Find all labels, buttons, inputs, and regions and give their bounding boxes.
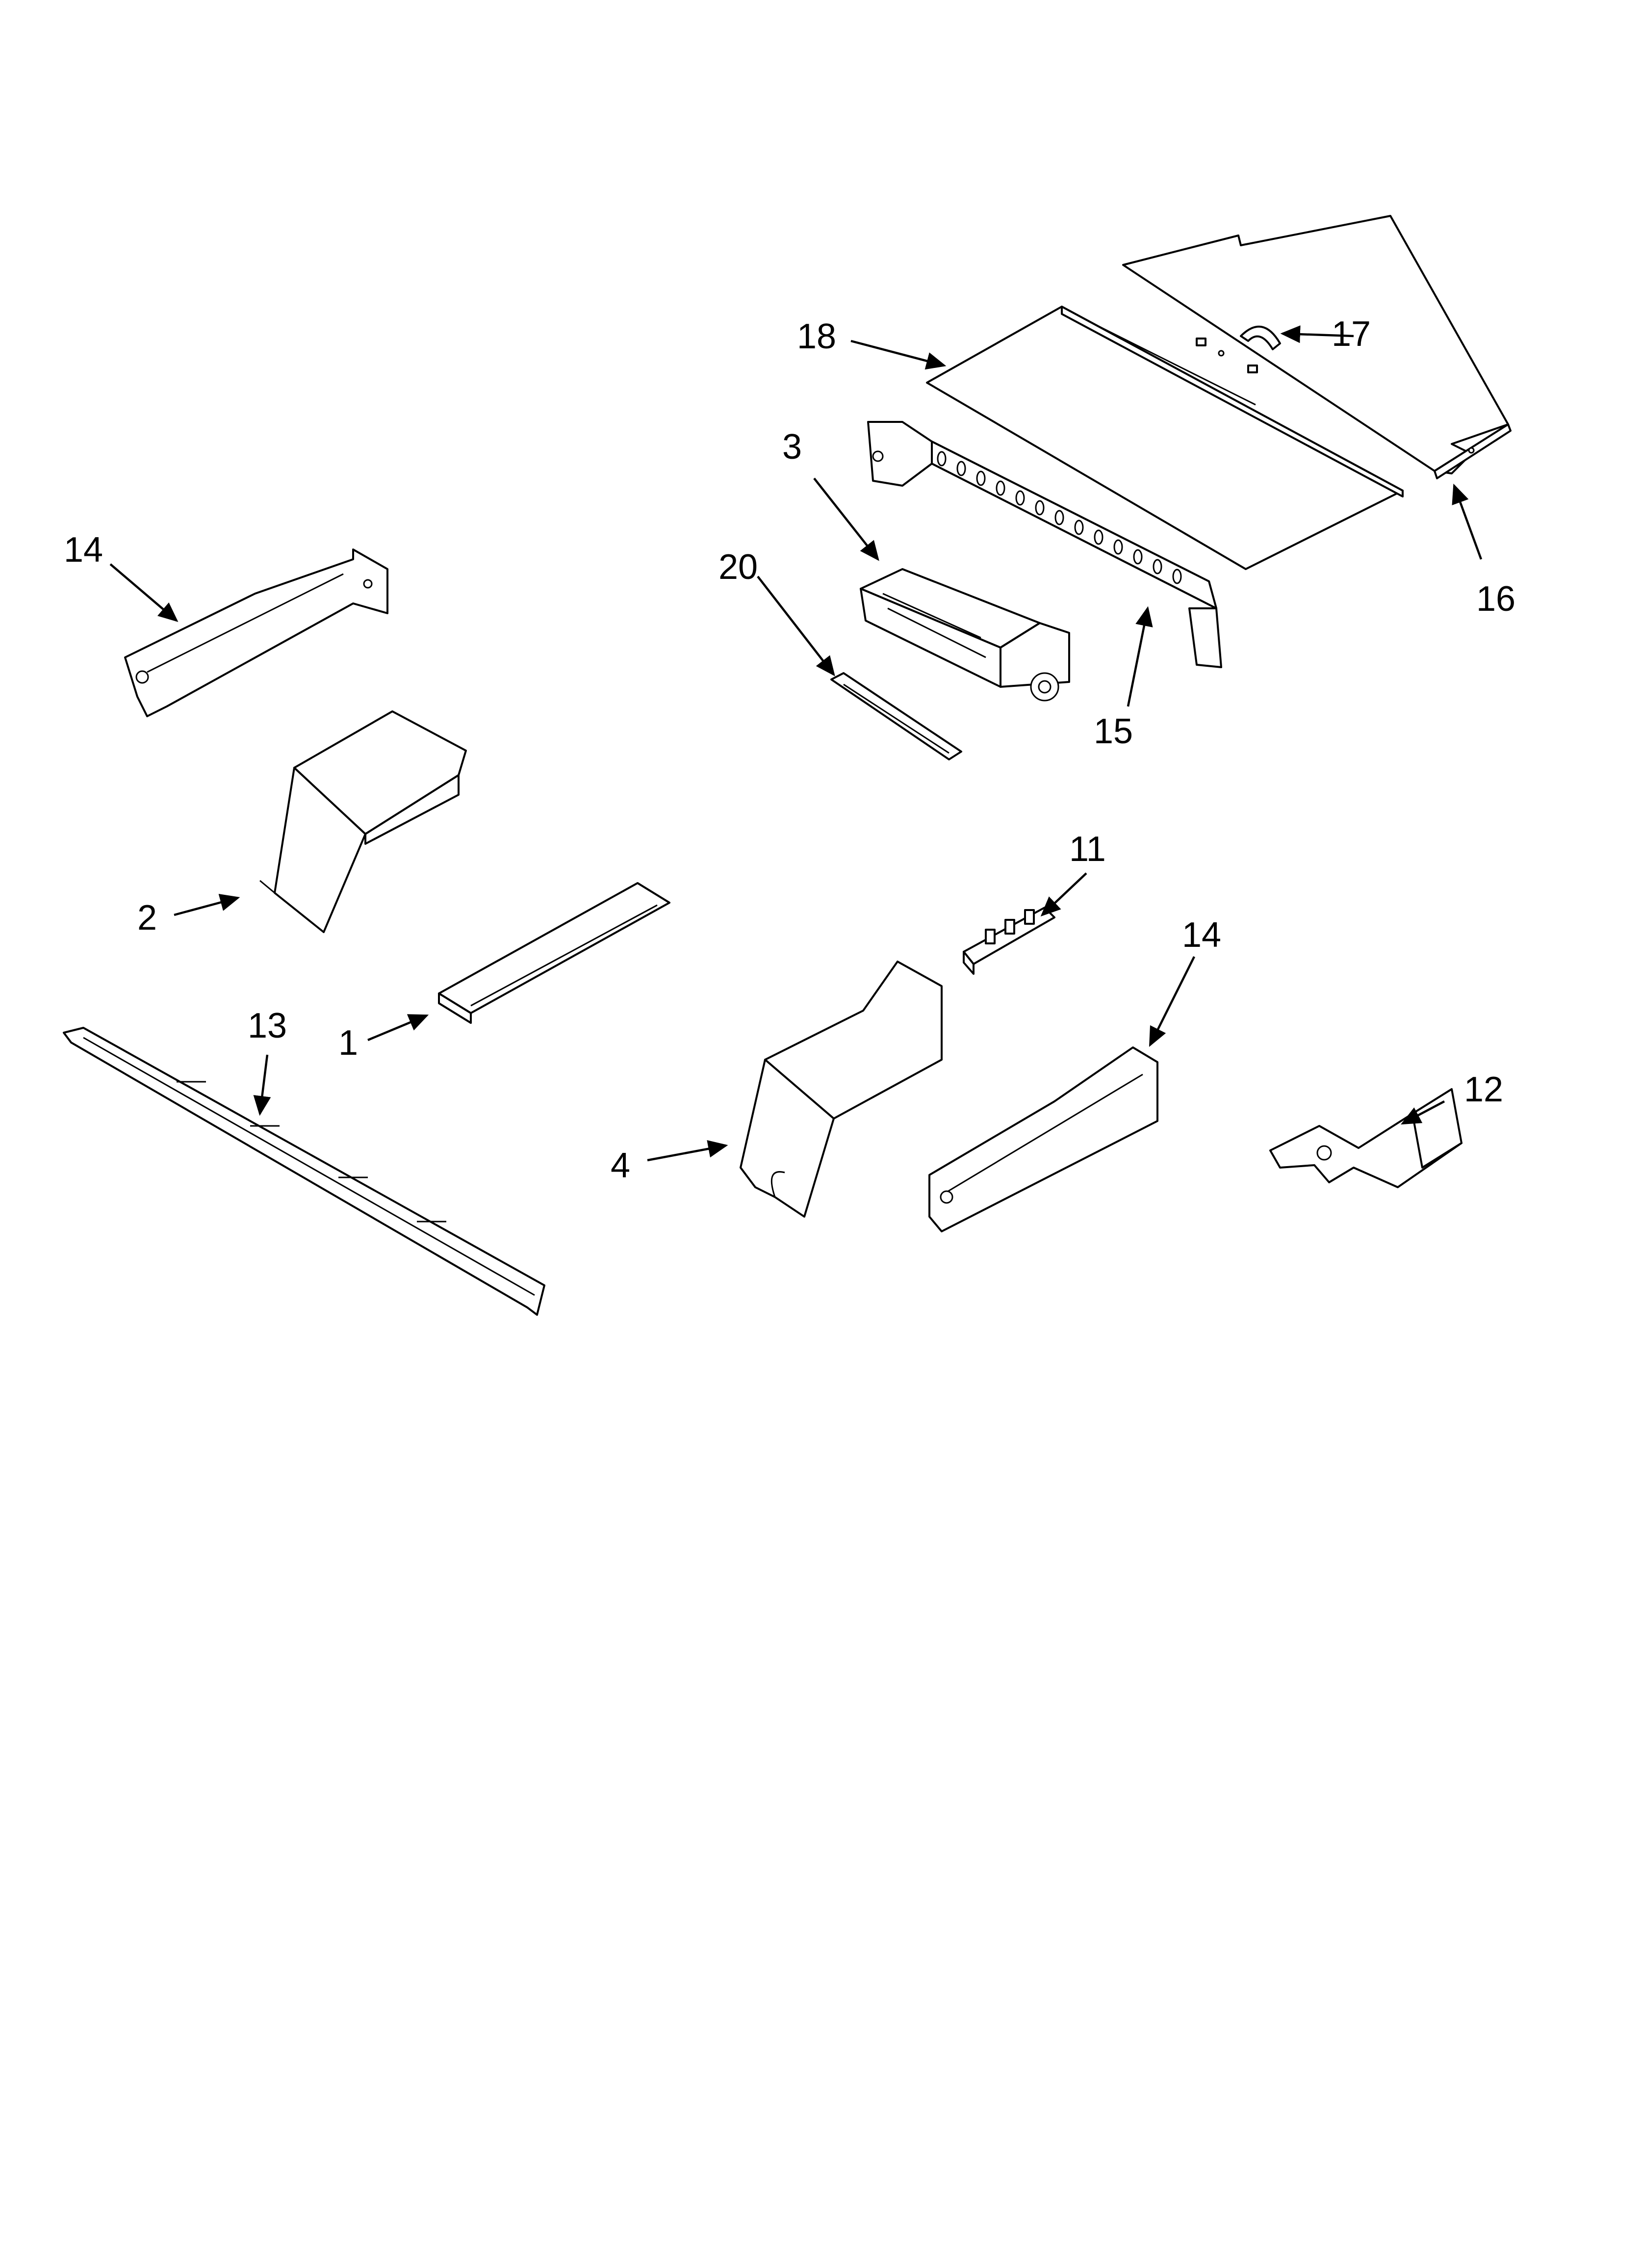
leader-18: [850, 339, 947, 370]
callout-14-upper: 14: [64, 530, 103, 570]
leader-3: [813, 477, 879, 561]
leader-14b: [1149, 956, 1196, 1047]
part-18-shield-panel: [926, 306, 1404, 570]
vent-slots: [937, 451, 1182, 584]
leader-1: [367, 1014, 429, 1042]
part-2-air-duct: [259, 710, 467, 933]
leader-16: [1452, 483, 1483, 560]
part-20-strip: [830, 672, 962, 760]
callout-18: 18: [797, 317, 836, 356]
leader-11: [1040, 872, 1087, 917]
callout-15: 15: [1094, 712, 1133, 751]
callout-17: 17: [1332, 314, 1371, 354]
part-3-latch-assembly: [860, 568, 1070, 702]
part-12-plate-bracket: [1269, 1088, 1462, 1188]
leader-15: [1127, 606, 1153, 707]
callout-2: 2: [137, 898, 157, 938]
leader-13: [253, 1054, 271, 1116]
part-16-top-panel: [1122, 215, 1512, 479]
callout-3: 3: [782, 427, 802, 467]
part-14-side-bracket-left: [124, 548, 388, 717]
callout-11: 11: [1069, 830, 1106, 869]
part-13-long-rail: [63, 1027, 545, 1316]
part-15-vent-bracket: [867, 421, 1222, 668]
callout-13: 13: [248, 1006, 287, 1045]
callout-16: 16: [1476, 579, 1515, 619]
callout-4: 4: [611, 1146, 630, 1185]
leader-2: [174, 893, 240, 916]
leader-12: [1401, 1100, 1445, 1125]
callout-1: 1: [338, 1023, 358, 1063]
leader-lines: [109, 325, 1483, 1162]
leader-20: [757, 575, 835, 677]
callout-12: 12: [1464, 1070, 1503, 1109]
leader-4: [647, 1140, 728, 1162]
part-14-side-bracket-right: [928, 1046, 1158, 1232]
part-11-terminal-block: [963, 907, 1055, 975]
leader-14a: [109, 563, 179, 622]
leader-17: [1280, 325, 1354, 343]
callout-14-lower: 14: [1182, 915, 1221, 955]
part-1-channel: [438, 882, 670, 1024]
callout-20: 20: [718, 547, 758, 587]
part-17-clip: [1240, 325, 1281, 350]
callout-labels: 18 17 16 15 3 20 14 2 1 13 11 14 4 12: [64, 314, 1515, 1185]
part-4-duct-shroud: [740, 961, 943, 1218]
